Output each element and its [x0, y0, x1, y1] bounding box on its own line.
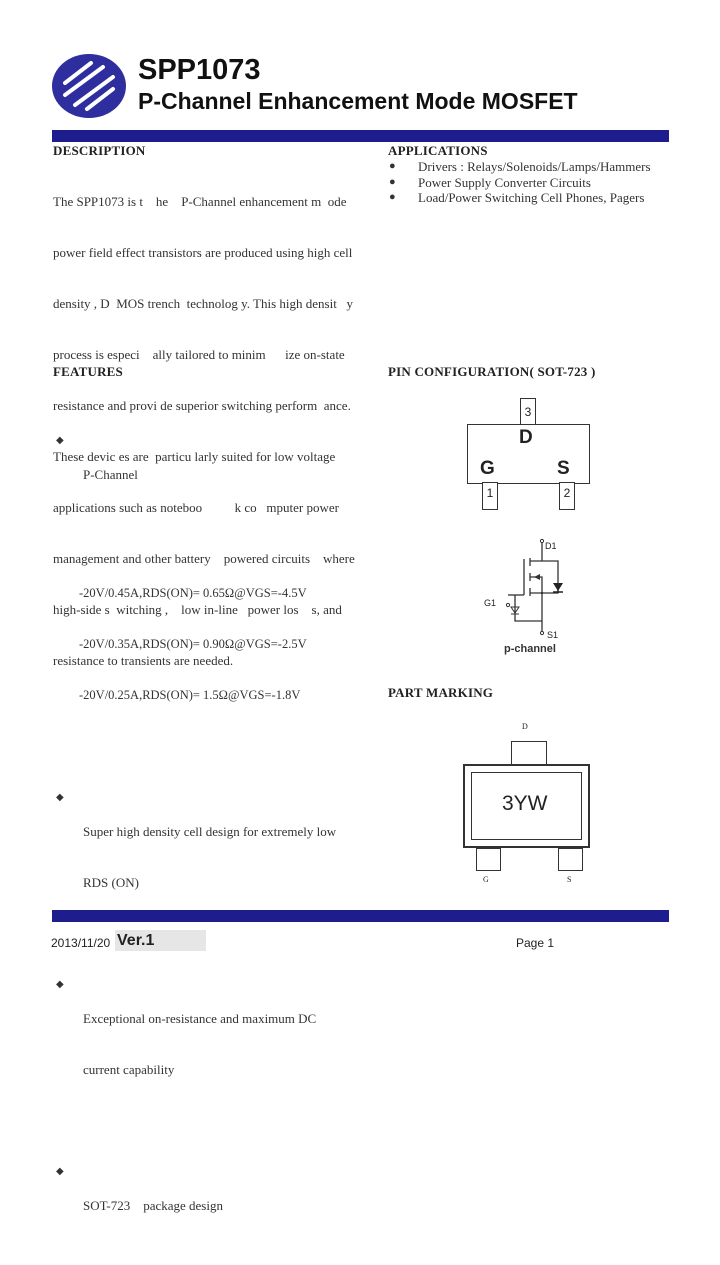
list-item: ◆ Super high density cell design for ext… — [56, 772, 376, 925]
description-line: process is especi ally tailored to minim… — [53, 347, 345, 362]
gate-pin-label: G — [480, 458, 495, 479]
diamond-bullet-icon: ◆ — [56, 792, 64, 803]
gate-label: G1 — [484, 598, 497, 608]
marking-right-lead — [558, 848, 583, 871]
description-line: applications such as noteboo k co mputer… — [53, 500, 339, 515]
page-subtitle: P-Channel Enhancement Mode MOSFET — [138, 88, 578, 114]
diamond-bullet-icon: ◆ — [56, 979, 64, 990]
footer-bar — [52, 910, 669, 922]
page-number: Page 1 — [516, 936, 555, 950]
list-item: ●Drivers : Relays/Solenoids/Lamps/Hammer… — [389, 159, 651, 174]
part-marking-heading: PART MARKING — [388, 685, 494, 700]
features-heading: FEATURES — [53, 364, 123, 379]
applications-list: ●Drivers : Relays/Solenoids/Lamps/Hammer… — [389, 159, 651, 206]
list-item: ◆ SOT-723 package design — [56, 1146, 376, 1248]
pin-configuration-heading: PIN CONFIGURATION( SOT-723 ) — [388, 364, 596, 379]
list-item: ◆ Exceptional on-resistance and maximum … — [56, 959, 376, 1112]
applications-heading: APPLICATIONS — [388, 143, 488, 158]
description-heading: DESCRIPTION — [53, 143, 146, 158]
drain-pin-label: D — [519, 427, 533, 448]
drain-label: D1 — [545, 541, 557, 551]
description-line: high-side s witching , low in-line power… — [53, 602, 342, 617]
pin-2-lead: 2 — [559, 482, 575, 510]
description-line: management and other battery powered cir… — [53, 551, 355, 566]
diamond-bullet-icon: ◆ — [56, 435, 64, 446]
description-line: resistance and provi de superior switchi… — [53, 398, 351, 413]
features-list: ◆ P-Channel -20V/0.45A,RDS(ON)= 0.65Ω@VG… — [56, 381, 376, 1265]
package-body — [467, 424, 590, 484]
list-item: ●Load/Power Switching Cell Phones, Pager… — [389, 190, 645, 205]
description-line: These devic es are particu larly suited … — [53, 449, 336, 464]
bullet-icon: ● — [389, 160, 396, 172]
list-item: ◆ P-Channel — [56, 415, 376, 517]
rds-spec: -20V/0.35A,RDS(ON)= 0.90Ω@VGS=-2.5V — [79, 637, 307, 651]
description-line: The SPP1073 is t he P-Channel enhancemen… — [53, 194, 347, 209]
description-text: The SPP1073 is t he P-Channel enhancemen… — [53, 159, 373, 686]
pin-1-lead: 1 — [482, 482, 498, 510]
list-item: ●Power Supply Converter Circuits — [389, 174, 591, 190]
rds-spec-list: -20V/0.45A,RDS(ON)= 0.65Ω@VGS=-4.5V -20V… — [56, 551, 376, 738]
marking-top-label: D — [522, 722, 528, 731]
marking-code: 3YW — [502, 792, 548, 815]
bullet-icon: ● — [389, 191, 396, 203]
marking-top-lead — [511, 741, 547, 766]
version-badge: Ver.1 — [115, 930, 206, 951]
p-channel-mosfet-schematic: D1 G1 S1 p-channel — [478, 537, 578, 657]
version-label: Ver.1 — [117, 932, 155, 949]
source-label: S1 — [547, 630, 559, 640]
marking-left-label: G — [483, 875, 489, 884]
diamond-bullet-icon: ◆ — [56, 1166, 64, 1177]
marking-right-label: S — [567, 875, 572, 884]
pin-3-lead: 3 — [520, 398, 536, 426]
revision-date: 2013/11/20 — [51, 936, 111, 950]
header-bar — [52, 130, 669, 142]
description-line: resistance to transients are needed. — [53, 653, 234, 668]
part-number: SPP1073 — [138, 54, 261, 86]
bullet-icon: ● — [389, 175, 396, 188]
company-logo — [51, 53, 127, 119]
schematic-caption: p-channel — [504, 643, 556, 655]
rds-spec: -20V/0.25A,RDS(ON)= 1.5Ω@VGS=-1.8V — [79, 688, 301, 702]
source-pin-label: S — [557, 458, 570, 479]
description-line: density , D MOS trench technolog y. This… — [53, 296, 354, 311]
rds-spec: -20V/0.45A,RDS(ON)= 0.65Ω@VGS=-4.5V — [79, 586, 307, 600]
marking-package-body — [463, 764, 590, 848]
description-line: power field effect transistors are produ… — [53, 245, 353, 260]
marking-left-lead — [476, 848, 501, 871]
